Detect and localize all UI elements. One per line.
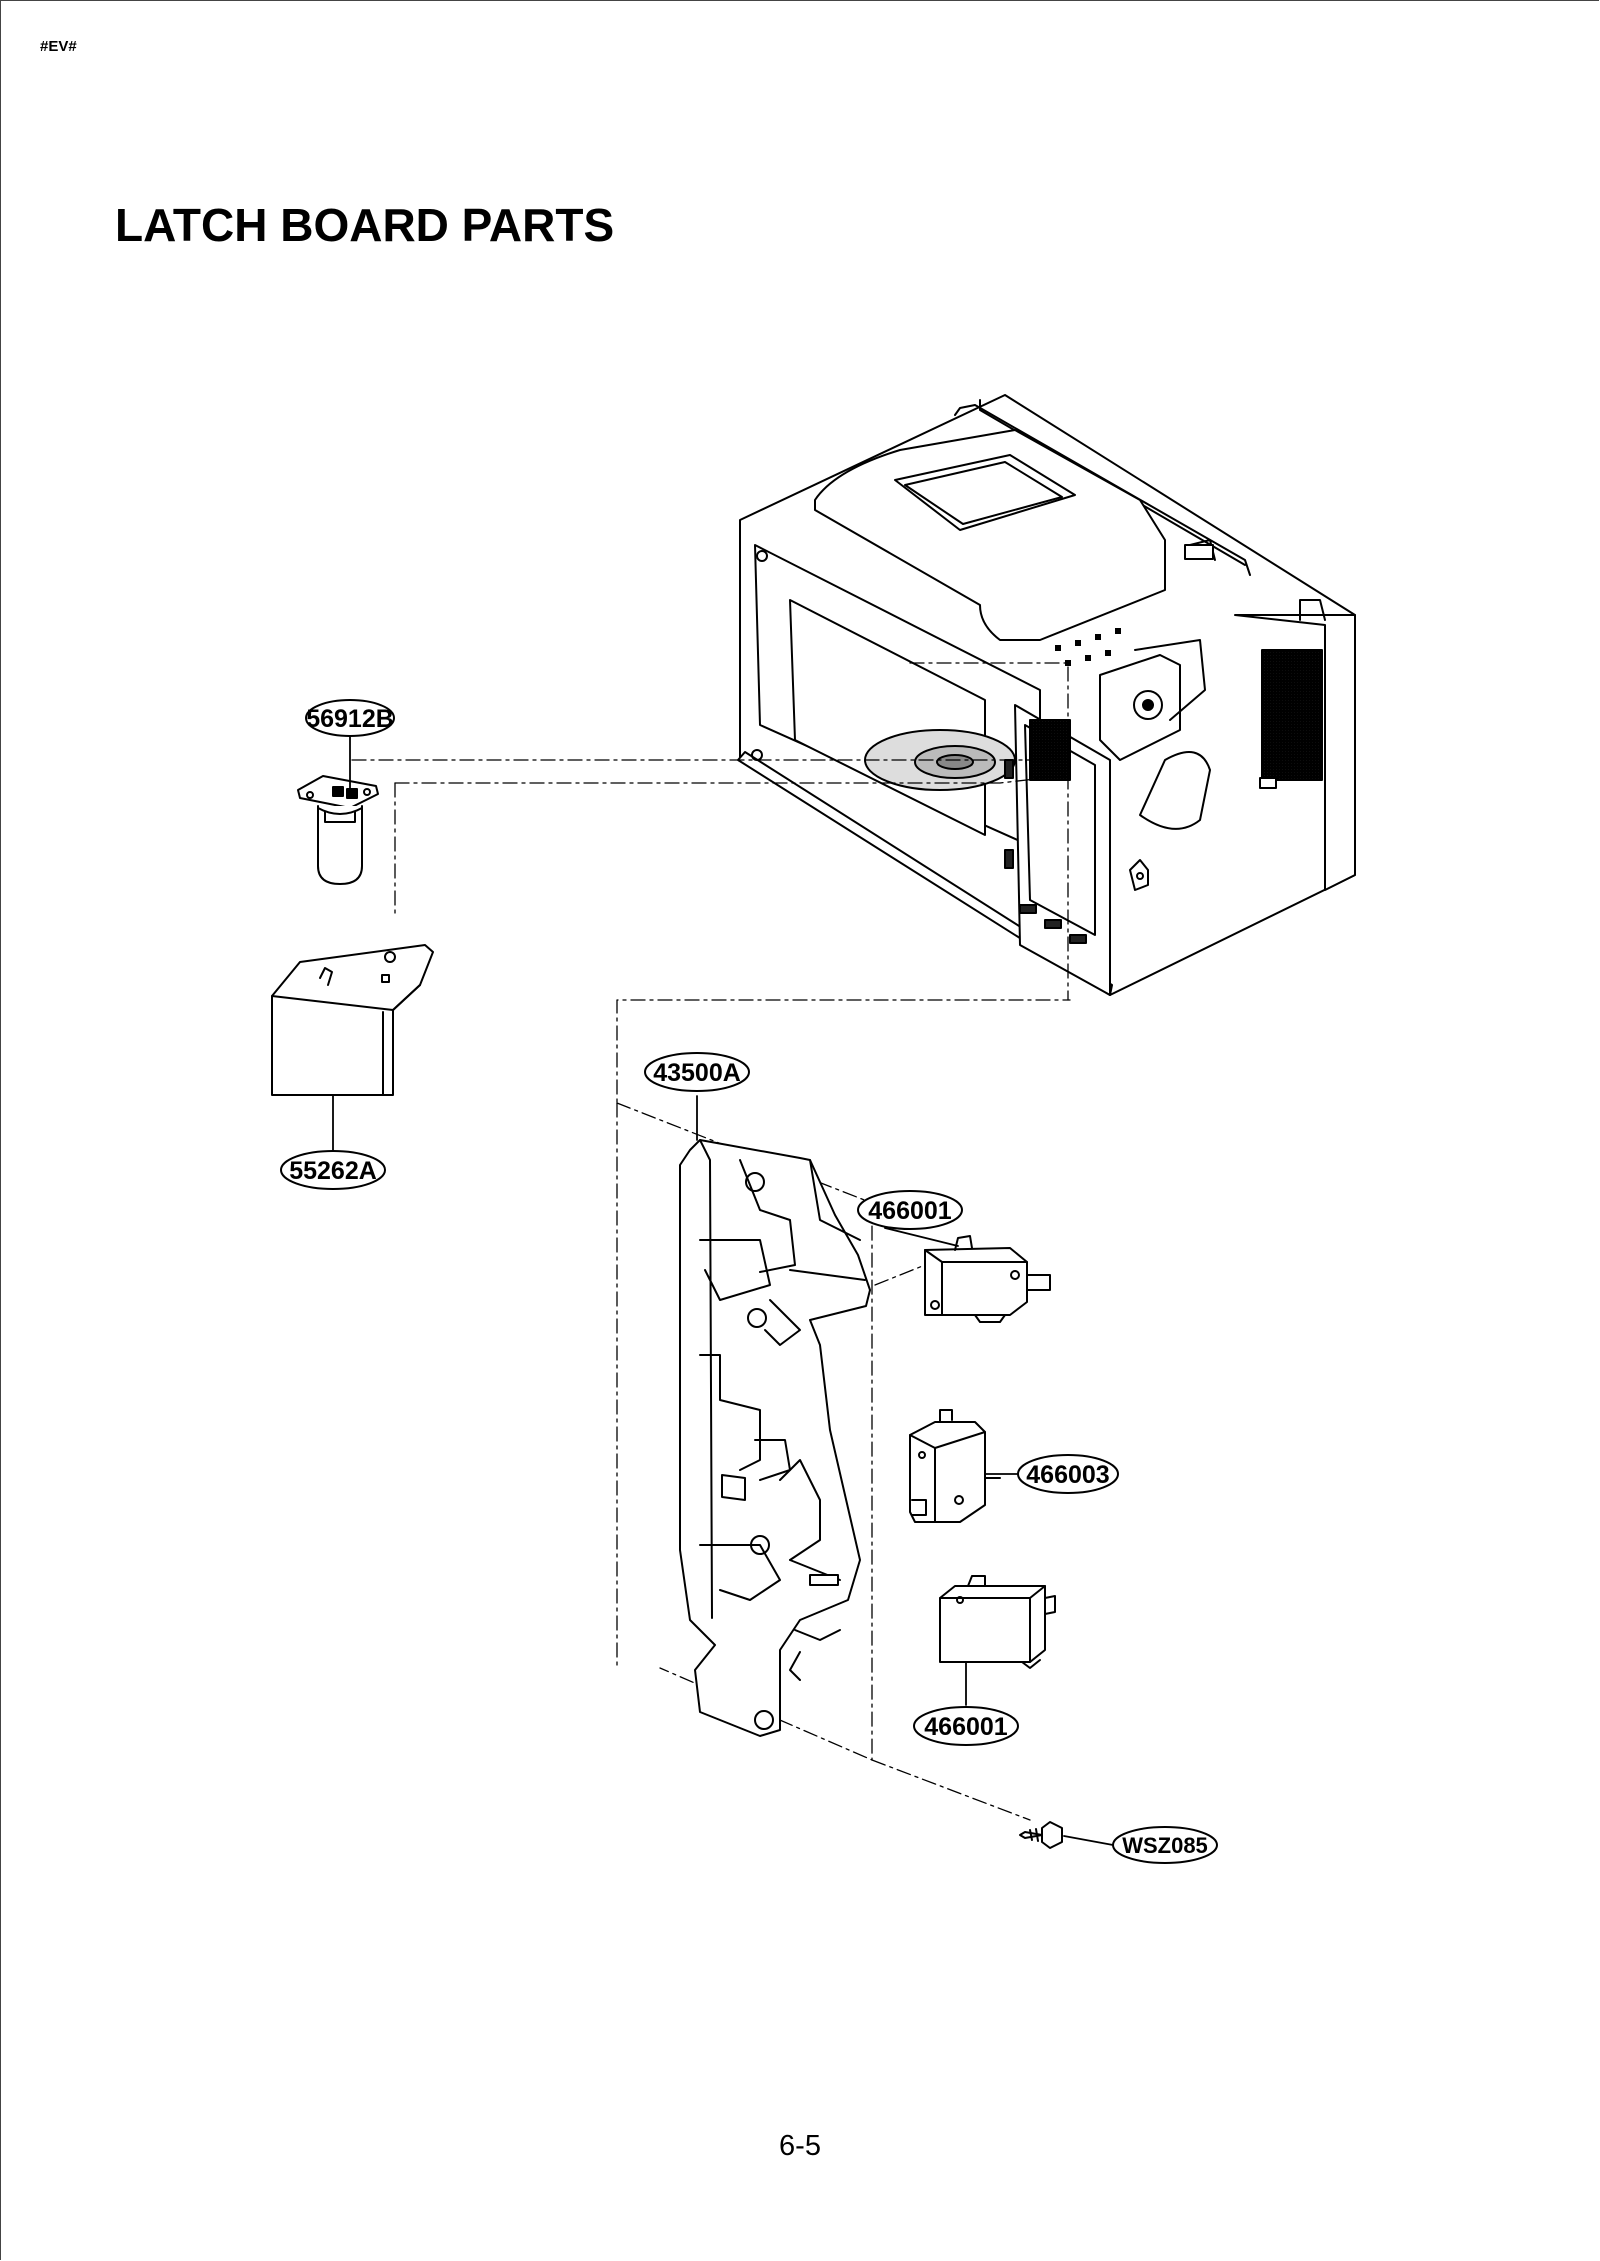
callout-466003: 466003	[1017, 1454, 1119, 1494]
callout-55262A: 55262A	[280, 1150, 386, 1190]
bracket-part-55262A	[271, 944, 434, 1096]
callout-label-466001-bottom: 466001	[924, 1713, 1008, 1741]
microwave-cavity-illustration	[737, 394, 1356, 996]
callout-466001-top: 466001	[857, 1190, 963, 1230]
micro-switch-part-466001-bottom	[939, 1575, 1056, 1669]
document-code-mark: #EV#	[40, 38, 77, 55]
callout-43500A: 43500A	[644, 1052, 750, 1092]
callout-label-43500A: 43500A	[653, 1059, 741, 1087]
page-title: LATCH BOARD PARTS	[115, 199, 615, 251]
callout-label-466001-top: 466001	[868, 1197, 952, 1225]
page-number: 6-5	[779, 2130, 821, 2162]
thermostat-part-56912B	[297, 775, 379, 885]
callout-label-55262A: 55262A	[289, 1157, 377, 1185]
latch-board-part-43500A	[679, 1139, 871, 1737]
screw-part-WSZ085	[1019, 1821, 1063, 1849]
callout-56912B: 56912B	[305, 699, 395, 737]
callout-leader-lines	[332, 733, 1114, 1846]
callout-label-WSZ085: WSZ085	[1122, 1833, 1208, 1858]
micro-switch-part-466001-top	[924, 1235, 1051, 1323]
callout-label-466003: 466003	[1026, 1461, 1109, 1489]
callout-WSZ085: WSZ085	[1112, 1826, 1218, 1864]
micro-switch-part-466003	[909, 1409, 1001, 1523]
callout-label-56912B: 56912B	[306, 705, 394, 733]
callout-466001-bottom: 466001	[913, 1706, 1019, 1746]
